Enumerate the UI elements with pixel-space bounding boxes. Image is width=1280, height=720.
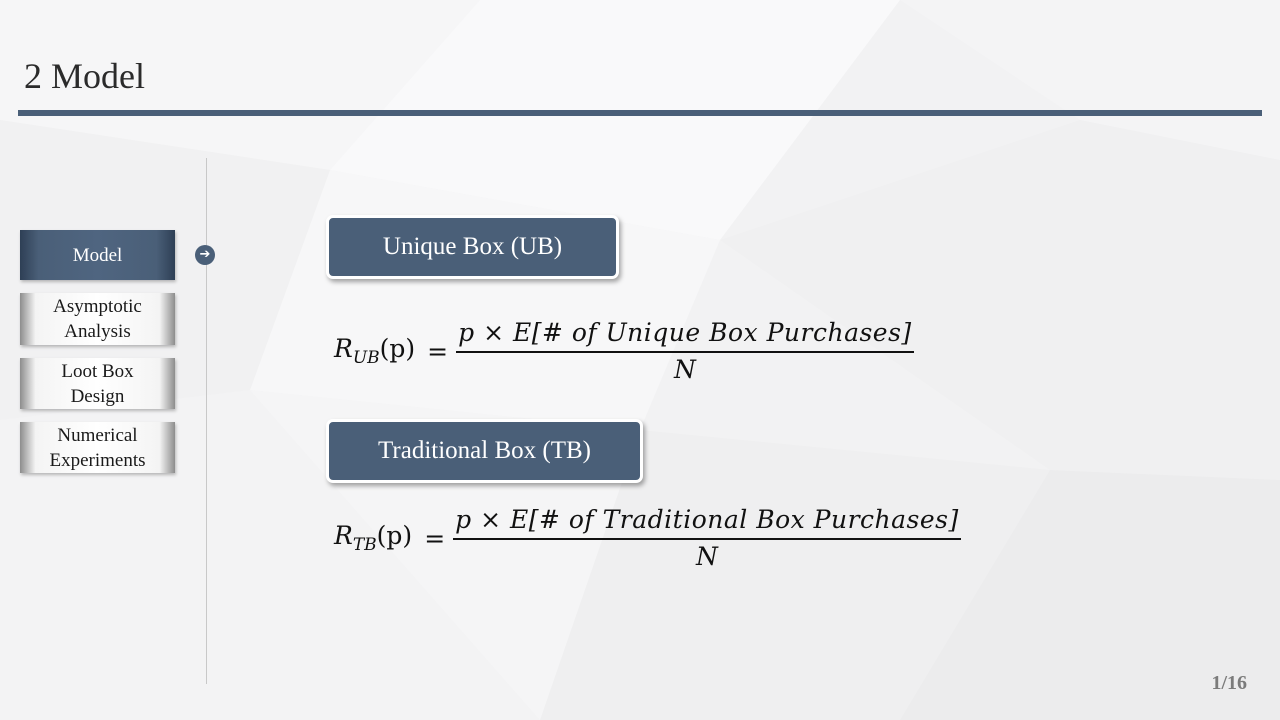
fraction: p × E[# of Traditional Box Purchases] N	[453, 505, 961, 571]
nav-item-label: Model	[72, 244, 123, 266]
formula-lhs: RUB(p)	[334, 334, 416, 368]
nav-item-model[interactable]: Model	[20, 230, 175, 280]
section-heading-unique-box: Unique Box (UB)	[326, 215, 619, 279]
formula-numerator: p × E[# of Unique Box Purchases]	[456, 318, 914, 353]
arrow-right-circle-icon: ➔	[195, 245, 215, 265]
formula-traditional-box: RTB(p) = p × E[# of Traditional Box Purc…	[334, 505, 961, 571]
page-number: 1/16	[1211, 672, 1247, 694]
equals-sign: =	[424, 523, 446, 553]
formula-numerator: p × E[# of Traditional Box Purchases]	[453, 505, 961, 540]
formula-lhs: RTB(p)	[334, 521, 413, 555]
equals-sign: =	[427, 336, 449, 366]
slide-title: 2 Model	[24, 56, 145, 96]
title-rule	[18, 110, 1262, 116]
formula-denominator: N	[673, 355, 696, 384]
formula-denominator: N	[696, 542, 718, 571]
section-heading-traditional-box: Traditional Box (TB)	[326, 419, 643, 483]
formula-unique-box: RUB(p) = p × E[# of Unique Box Purchases…	[334, 318, 914, 384]
fraction: p × E[# of Unique Box Purchases] N	[456, 318, 914, 384]
nav-divider	[206, 158, 207, 684]
